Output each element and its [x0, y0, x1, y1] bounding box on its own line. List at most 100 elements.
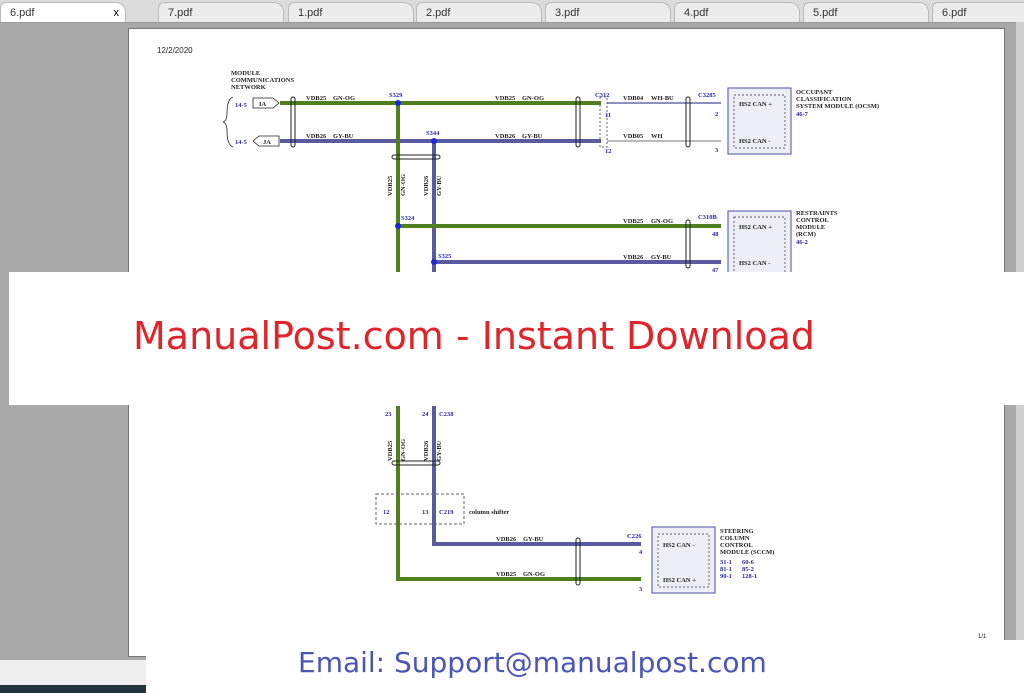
watermark-text: ManualPost.com - Instant Download	[133, 314, 815, 358]
wire-color: GY-BU	[522, 133, 543, 140]
svg-text:STEERING: STEERING	[720, 528, 754, 535]
tab-label: 5.pdf	[813, 7, 838, 19]
svg-text:HS2 CAN -: HS2 CAN -	[739, 260, 770, 267]
close-icon[interactable]: x	[113, 7, 120, 19]
wire-label: VDB26	[623, 254, 644, 261]
wire-label: VDB26	[495, 133, 516, 140]
twist-markers	[290, 96, 691, 586]
wire-color: GN-OG	[333, 95, 355, 102]
wire-label: VDB26	[306, 133, 327, 140]
splice-label: S344	[426, 130, 440, 137]
wire-label: VDB26	[496, 536, 517, 543]
connector-id: C3285	[698, 92, 716, 99]
tab-6b-pdf[interactable]: 6.pdf	[932, 2, 1024, 22]
connector-id: C238	[439, 411, 454, 418]
svg-text:VDB26: VDB26	[423, 440, 430, 461]
tab-4-pdf[interactable]: 4.pdf	[674, 2, 800, 22]
pin: 47	[712, 267, 719, 274]
splice-label: S324	[401, 215, 415, 222]
svg-text:GY-BU: GY-BU	[436, 175, 443, 196]
module-ocsm: HS2 CAN + HS2 CAN - OCCUPANTCLASSIFICATIO…	[727, 87, 879, 155]
wire-color: GN-OG	[651, 218, 673, 225]
watermark-banner: ManualPost.com - Instant Download	[9, 272, 1024, 405]
splice-points	[395, 100, 437, 265]
page-number: 1/1	[978, 634, 987, 640]
tab-label: 3.pdf	[555, 7, 580, 19]
svg-text:CLASSIFICATION: CLASSIFICATION	[796, 96, 852, 103]
svg-text:GY-BU: GY-BU	[436, 440, 443, 461]
svg-text:128-1: 128-1	[742, 573, 757, 580]
wire-color: WH-BU	[651, 95, 674, 102]
wire-color: GN-OG	[522, 95, 544, 102]
pin: 48	[712, 231, 719, 238]
pin: 11	[605, 112, 611, 119]
tab-3-pdf[interactable]: 3.pdf	[545, 2, 671, 22]
wire-label: VDB25	[623, 218, 644, 225]
splice-label: S329	[389, 92, 403, 99]
svg-text:90-1: 90-1	[720, 573, 732, 580]
pin: 2	[715, 111, 718, 118]
svg-text:HS2 CAN +: HS2 CAN +	[739, 224, 772, 231]
ref: 14-5	[235, 139, 248, 146]
pin: 24	[422, 411, 429, 418]
tab-label: 6.pdf	[942, 7, 967, 19]
svg-text:HS2 CAN -: HS2 CAN -	[663, 542, 694, 549]
wire-label: VDB25	[496, 571, 517, 578]
tab-5-pdf[interactable]: 5.pdf	[803, 2, 929, 22]
svg-text:OCCUPANT: OCCUPANT	[796, 89, 833, 96]
ref: 14-5	[235, 102, 248, 109]
svg-text:85-2: 85-2	[742, 566, 754, 573]
pin: 12	[605, 148, 612, 155]
pin: 23	[385, 411, 392, 418]
tab-label: 7.pdf	[168, 7, 193, 19]
svg-text:GN-OG: GN-OG	[400, 174, 407, 196]
svg-text:RESTRAINTS: RESTRAINTS	[796, 210, 838, 217]
connector-id: C312	[595, 92, 609, 99]
connector-ia	[252, 97, 280, 109]
connector-id: C226	[627, 533, 642, 540]
wiring-diagram: 12/2/2020 MODULE COMMUNICATIONS NETWORK …	[157, 46, 987, 640]
wire-label: VDB05	[623, 133, 644, 140]
wire-color: GY-BU	[651, 254, 672, 261]
date: 12/2/2020	[157, 46, 193, 55]
svg-text:VDB25: VDB25	[387, 175, 394, 196]
connector-id: C310B	[698, 214, 717, 221]
tab-label: 2.pdf	[426, 7, 451, 19]
network-label: COMMUNICATIONS	[231, 77, 294, 84]
svg-text:HS2 CAN +: HS2 CAN +	[663, 577, 696, 584]
svg-text:COLUMN: COLUMN	[720, 535, 750, 542]
tab-1-pdf[interactable]: 1.pdf	[288, 2, 414, 22]
wire-label: VDB25	[495, 95, 516, 102]
tab-2-pdf[interactable]: 2.pdf	[416, 2, 542, 22]
pin: 3	[639, 586, 643, 593]
tab-label: 6.pdf	[10, 7, 35, 19]
wire-color: GN-OG	[523, 571, 545, 578]
pin: 3	[715, 147, 719, 154]
tab-label: 1.pdf	[298, 7, 323, 19]
svg-text:MODULE: MODULE	[796, 224, 825, 231]
column-shifter-label: column shifter	[469, 509, 509, 516]
wire-color: WH	[651, 133, 663, 140]
pin: 12	[383, 509, 390, 516]
svg-text:HS2 CAN +: HS2 CAN +	[739, 101, 772, 108]
email-banner: Email: Support@manualpost.com	[146, 640, 1024, 693]
svg-text:GN-OG: GN-OG	[400, 439, 407, 461]
svg-text:HS2 CAN -: HS2 CAN -	[739, 138, 770, 145]
svg-text:60-6: 60-6	[742, 559, 755, 566]
tab-label: 4.pdf	[684, 7, 709, 19]
svg-text:SYSTEM MODULE (OCSM): SYSTEM MODULE (OCSM)	[796, 103, 879, 110]
connector-label: IA	[259, 101, 267, 108]
tab-7-pdf[interactable]: 7.pdf	[158, 2, 284, 22]
wire-label: VDB25	[306, 95, 327, 102]
svg-text:46-2: 46-2	[796, 239, 808, 246]
wire-color: GY-BU	[333, 133, 354, 140]
connector-ja	[252, 135, 280, 147]
module-sccm: HS2 CAN -HS2 CAN + STEERINGCOLUMNCONTROL…	[651, 526, 774, 594]
svg-text:CONTROL: CONTROL	[796, 217, 830, 224]
connector-label: JA	[263, 139, 271, 146]
svg-text:46-7: 46-7	[796, 111, 809, 118]
tab-6-pdf[interactable]: 6.pdf x	[0, 2, 126, 22]
wire-label: VDB04	[623, 95, 644, 102]
tab-bar: 6.pdf x 7.pdf 1.pdf 2.pdf 3.pdf 4.pdf 5.p…	[0, 0, 1024, 23]
